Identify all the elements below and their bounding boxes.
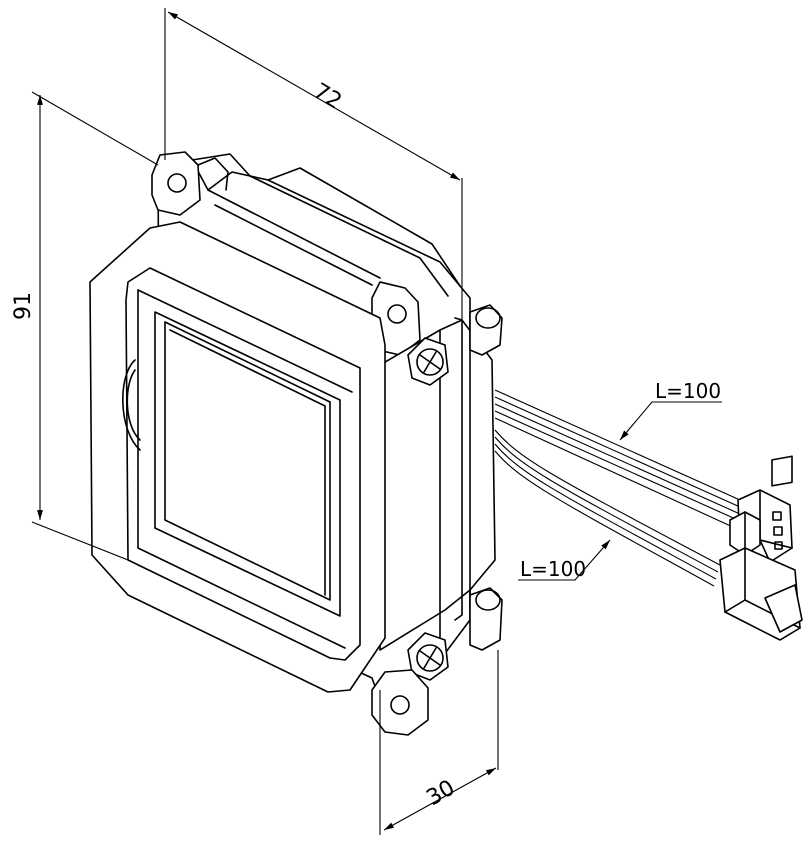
connector-upper: [729, 489, 793, 563]
side-body: [379, 317, 496, 651]
connector-lower: [719, 455, 803, 641]
screw-bottom: [407, 632, 449, 681]
leader-lower: [518, 539, 611, 581]
screw-top: [407, 337, 449, 386]
lower-cable-length-label: L=100: [520, 557, 586, 581]
height-label: 91: [11, 292, 36, 320]
side-boss-bottom: [469, 587, 503, 651]
upper-cable-length-label: L=100: [655, 379, 721, 403]
mounting-hole-icon: [387, 304, 407, 324]
bezel-recess-inner: [126, 369, 141, 441]
leader-upper: [619, 401, 722, 441]
display-window: [154, 311, 341, 617]
bezel-recess: [122, 359, 141, 451]
width-label: 72: [309, 79, 346, 115]
cable-upper: [494, 389, 741, 529]
side-boss-top: [469, 304, 503, 356]
mounting-hole-icon: [390, 695, 410, 715]
dimension-width: [164, 8, 463, 320]
dimension-height: [31, 91, 159, 561]
dimension-depth: [379, 650, 499, 835]
mounting-ear-bottom: [371, 669, 429, 736]
cable-lower: [494, 429, 721, 587]
